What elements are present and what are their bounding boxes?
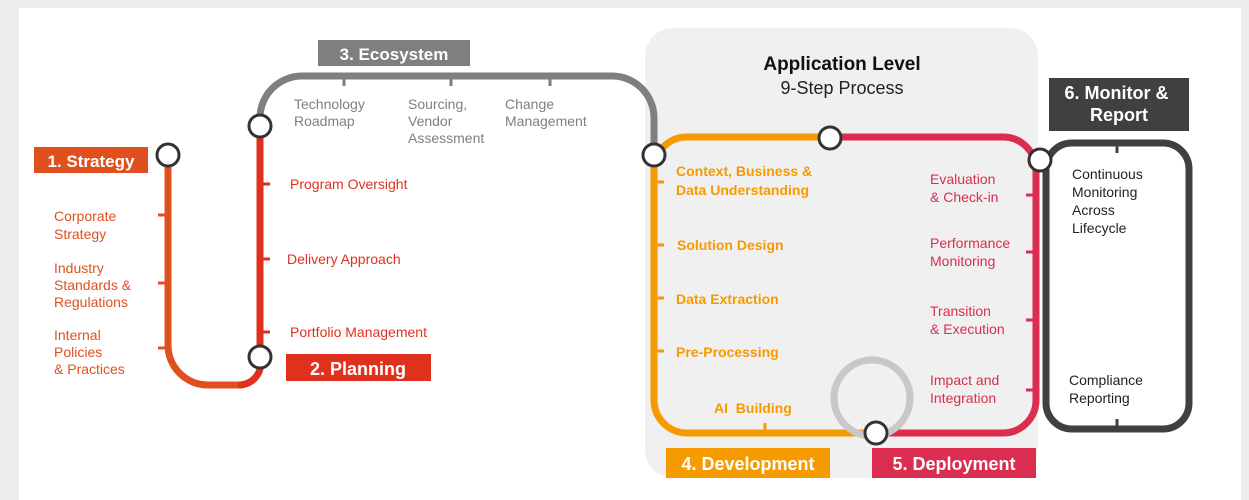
label-line: Sourcing, <box>408 96 467 112</box>
track-nodes <box>155 113 1053 446</box>
label-line: & Practices <box>54 361 125 377</box>
label-line: Impact and <box>930 372 999 388</box>
label-line: Vendor <box>408 113 453 129</box>
label-line: Regulations <box>54 294 128 310</box>
development-ticks <box>654 180 767 433</box>
ecosystem-item-change-management: Change Management <box>505 96 587 129</box>
label-line: Policies <box>54 344 102 360</box>
label-line: Internal <box>54 327 101 343</box>
ecosystem-header-box <box>318 40 470 66</box>
monitor-header-box <box>1049 78 1189 131</box>
label-line: & Check-in <box>930 189 998 205</box>
monitor-item-compliance: Compliance Reporting <box>1069 372 1147 406</box>
ecosystem-item-technology-roadmap: Technology Roadmap <box>294 96 369 129</box>
label-line: Monitoring <box>1072 184 1137 200</box>
node-development-deployment <box>817 125 843 151</box>
ecosystem-track <box>256 72 658 155</box>
label-line: Corporate <box>54 208 116 224</box>
development-item-solution-design: Solution Design <box>677 237 784 253</box>
strategy-ticks <box>158 213 168 350</box>
node-strategy-start <box>155 142 181 168</box>
application-level-subtitle: 9-Step Process <box>780 78 903 98</box>
label-line: Industry <box>54 260 104 276</box>
label-line: & Execution <box>930 321 1005 337</box>
development-item-context: Context, Business & Data Understanding <box>676 163 816 198</box>
deployment-item-evaluation: Evaluation & Check-in <box>930 171 999 205</box>
node-ecosystem-end <box>641 142 667 168</box>
deployment-ticks <box>1026 193 1036 392</box>
monitor-item-continuous: Continuous Monitoring Across Lifecycle <box>1072 166 1147 236</box>
planning-item-program-oversight: Program Oversight <box>290 176 408 192</box>
label-line: Integration <box>930 390 996 406</box>
development-header-box <box>666 448 830 478</box>
development-item-ai-building: AI Building <box>714 400 792 416</box>
deployment-track <box>830 133 1040 437</box>
label-line: Assessment <box>408 130 484 146</box>
label-line: Standards & <box>54 277 132 293</box>
node-planning-start <box>247 344 273 370</box>
label-line: Performance <box>930 235 1010 251</box>
ecosystem-header: 3. Ecosystem <box>340 45 449 64</box>
planning-ticks <box>260 182 270 334</box>
deployment-item-performance: Performance Monitoring <box>930 235 1014 269</box>
label-line: Roadmap <box>294 113 355 129</box>
label-line: Technology <box>294 96 365 112</box>
development-item-data-extraction: Data Extraction <box>676 291 779 307</box>
strategy-item-internal: Internal Policies & Practices <box>54 327 125 377</box>
node-deployment-monitor <box>1027 147 1053 173</box>
node-deployment-loop <box>863 420 889 446</box>
label-line: Strategy <box>54 226 106 242</box>
monitor-header-line: Report <box>1090 105 1148 125</box>
monitor-header-line: 6. Monitor & <box>1064 83 1168 103</box>
label-line: Across <box>1072 202 1115 218</box>
planning-item-delivery-approach: Delivery Approach <box>287 251 401 267</box>
label-line: Lifecycle <box>1072 220 1127 236</box>
label-line: Compliance <box>1069 372 1143 388</box>
strategy-track <box>164 155 238 389</box>
planning-header: 2. Planning <box>310 359 406 379</box>
label-line: Context, Business & <box>676 163 812 179</box>
ecosystem-item-sourcing: Sourcing, Vendor Assessment <box>408 96 484 146</box>
strategy-header: 1. Strategy <box>48 152 135 171</box>
planning-item-portfolio-management: Portfolio Management <box>290 324 427 340</box>
strategy-item-industry: Industry Standards & Regulations <box>54 260 135 310</box>
strategy-header-box <box>34 147 148 173</box>
development-track <box>650 133 876 437</box>
development-item-pre-processing: Pre-Processing <box>676 344 779 360</box>
label-line: Reporting <box>1069 390 1130 406</box>
application-level-title: Application Level <box>763 54 920 75</box>
label-line: Data Understanding <box>676 182 809 198</box>
label-line: Management <box>505 113 587 129</box>
ecosystem-ticks <box>342 76 552 86</box>
monitor-header: 6. Monitor & Report <box>1064 83 1173 125</box>
strategy-item-corporate: Corporate Strategy <box>54 208 120 242</box>
planning-header-box <box>286 354 431 381</box>
development-header: 4. Development <box>681 454 814 474</box>
lifecycle-diagram-canvas: Application Level 9-Step Process <box>19 8 1241 500</box>
deployment-item-impact: Impact and Integration <box>930 372 1003 406</box>
label-line: Transition <box>930 303 991 319</box>
deployment-header: 5. Deployment <box>892 454 1015 474</box>
label-line: Monitoring <box>930 253 995 269</box>
label-line: Change <box>505 96 554 112</box>
deployment-item-transition: Transition & Execution <box>930 303 1005 337</box>
label-line: Continuous <box>1072 166 1143 182</box>
node-planning-end <box>247 113 273 139</box>
deployment-header-box <box>872 448 1036 478</box>
label-line: Evaluation <box>930 171 995 187</box>
